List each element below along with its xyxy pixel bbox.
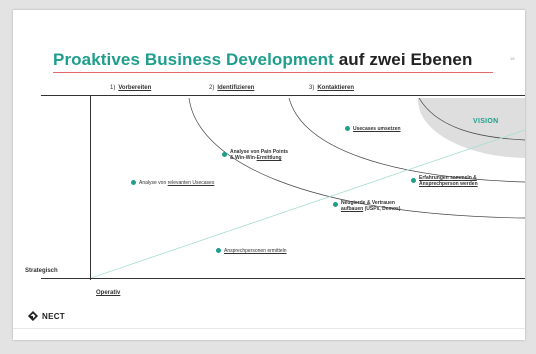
diagonal-trend-line [91,129,525,278]
arc-kontaktieren [288,98,525,183]
bullet-dot [333,202,338,207]
diagram-canvas [91,98,525,278]
bullet-dot [216,248,221,253]
bullet-dot [411,178,416,183]
bullet-dot [222,152,227,157]
page-number: 15 [510,56,515,61]
footer-divider [13,328,525,329]
phase-kontaktieren: 3)Kontaktieren [309,85,355,91]
slide-title: Proaktives Business Development auf zwei… [53,50,472,70]
bullet-dot [345,126,350,131]
axis-label-operativ: Operativ [96,290,121,296]
title-underline [53,72,493,73]
vision-area [418,98,525,158]
phase-vorbereiten: 1)Vorbereiten [110,85,152,91]
arc-vision [418,98,525,141]
top-axis-line [41,95,525,96]
bullet-dot [131,180,136,185]
horizontal-axis-line [41,278,525,279]
phase-identifizieren: 2)Identifizieren [209,85,255,91]
title-rest: auf zwei Ebenen [338,50,473,69]
slide: Proaktives Business Development auf zwei… [13,10,525,340]
nect-logo-icon [28,311,38,321]
vertical-axis-line [90,95,91,280]
axis-label-strategisch: Strategisch [25,268,58,274]
vision-label: VISION [473,118,499,125]
logo-text: NECT [42,311,65,321]
nect-logo: NECT [27,310,65,322]
arc-identifizieren [188,98,525,219]
title-highlight: Proaktives Business Development [53,50,334,69]
